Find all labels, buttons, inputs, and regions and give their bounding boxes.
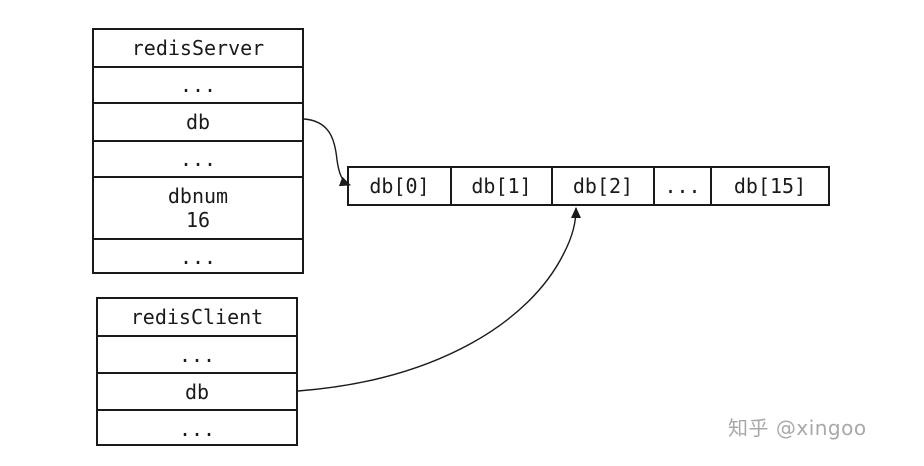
redis-server-ellipsis-3: ... bbox=[94, 238, 302, 274]
redis-server-ellipsis-2: ... bbox=[94, 140, 302, 176]
db-array: db[0] db[1] db[2] ... db[15] bbox=[347, 166, 830, 206]
client-db-pointer-arrow bbox=[297, 207, 581, 392]
redis-server-dbnum-field: dbnum 16 bbox=[94, 176, 302, 238]
db-slot-1: db[1] bbox=[450, 168, 551, 204]
redis-server-title: redisServer bbox=[131, 36, 265, 60]
db-slot-0: db[0] bbox=[369, 174, 430, 198]
redis-client-title: redisClient bbox=[130, 305, 264, 329]
db-slot-ellipsis: ... bbox=[653, 168, 710, 204]
redis-server-db-field: db bbox=[94, 102, 302, 140]
redis-server-struct: redisServer ... db ... dbnum 16 ... bbox=[92, 28, 304, 274]
redis-client-struct: redisClient ... db ... bbox=[96, 297, 298, 446]
redis-client-ellipsis-2: ... bbox=[98, 409, 296, 446]
db-slot-15: db[15] bbox=[710, 168, 828, 204]
redis-client-ellipsis-1: ... bbox=[98, 335, 296, 372]
redis-client-db-field: db bbox=[98, 372, 296, 409]
server-db-pointer-arrow bbox=[303, 118, 351, 187]
watermark: 知乎 @xingoo bbox=[728, 416, 867, 440]
redis-server-ellipsis-1: ... bbox=[94, 66, 302, 102]
db-slot-2: db[2] bbox=[551, 168, 653, 204]
